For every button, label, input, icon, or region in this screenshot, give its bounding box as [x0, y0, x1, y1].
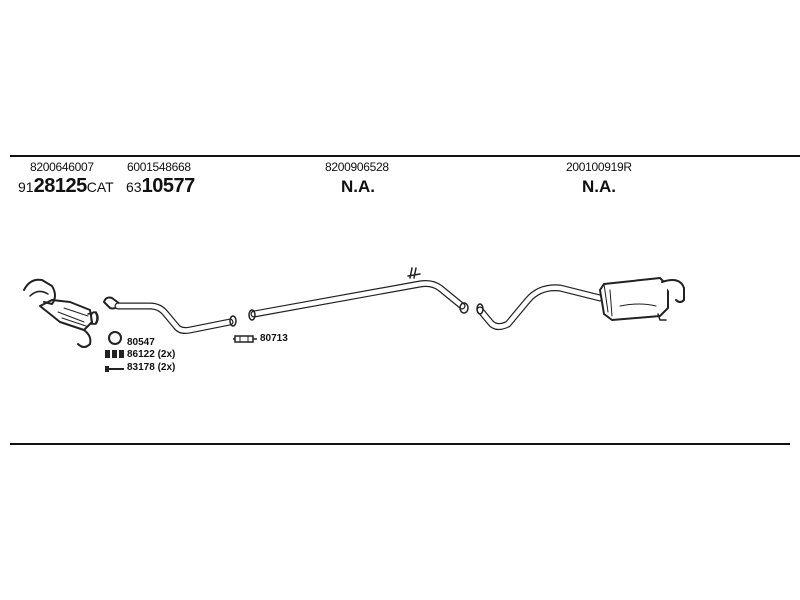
clamp-icon	[105, 350, 124, 358]
rear-silencer-part	[476, 277, 685, 331]
ring-gasket-icon	[108, 331, 122, 345]
part-ref-catalytic-converter: 8200646007	[30, 160, 94, 174]
catalytic-converter-part	[23, 278, 99, 348]
code-suffix: CAT	[86, 179, 114, 195]
part-code-front-pipe: 6310577	[126, 175, 195, 198]
hardware-item-86122: 86122 (2x)	[127, 349, 175, 360]
bottom-divider	[10, 443, 790, 445]
hardware-item-80547: 80547	[127, 337, 155, 348]
middle-pipe-part	[248, 267, 469, 321]
hardware-qty: (2x)	[157, 349, 176, 360]
connector-item-80713: 80713	[260, 333, 288, 344]
code-prefix: 91	[18, 179, 34, 195]
hardware-code: 86122	[127, 349, 155, 360]
pipe-connector-icon	[233, 335, 257, 343]
part-ref-middle-pipe: 8200906528	[325, 160, 389, 174]
hardware-code: 83178	[127, 362, 155, 373]
connector-code: 80713	[260, 333, 288, 344]
part-status-middle-pipe: N.A.	[341, 177, 375, 196]
part-ref-rear-silencer: 200100919R	[566, 160, 632, 174]
part-status-rear-silencer: N.A.	[582, 177, 616, 196]
part-ref-front-pipe: 6001548668	[127, 160, 191, 174]
bolt-icon	[105, 366, 124, 372]
code-main: 10577	[141, 175, 196, 197]
code-prefix: 63	[126, 179, 142, 195]
part-code-catalytic-converter: 9128125CAT	[18, 175, 114, 198]
hardware-code: 80547	[127, 337, 155, 348]
hardware-item-83178: 83178 (2x)	[127, 362, 175, 373]
front-pipe-part	[103, 296, 237, 334]
hardware-qty: (2x)	[157, 362, 176, 373]
code-main: 28125	[33, 175, 88, 197]
top-divider	[10, 155, 800, 157]
